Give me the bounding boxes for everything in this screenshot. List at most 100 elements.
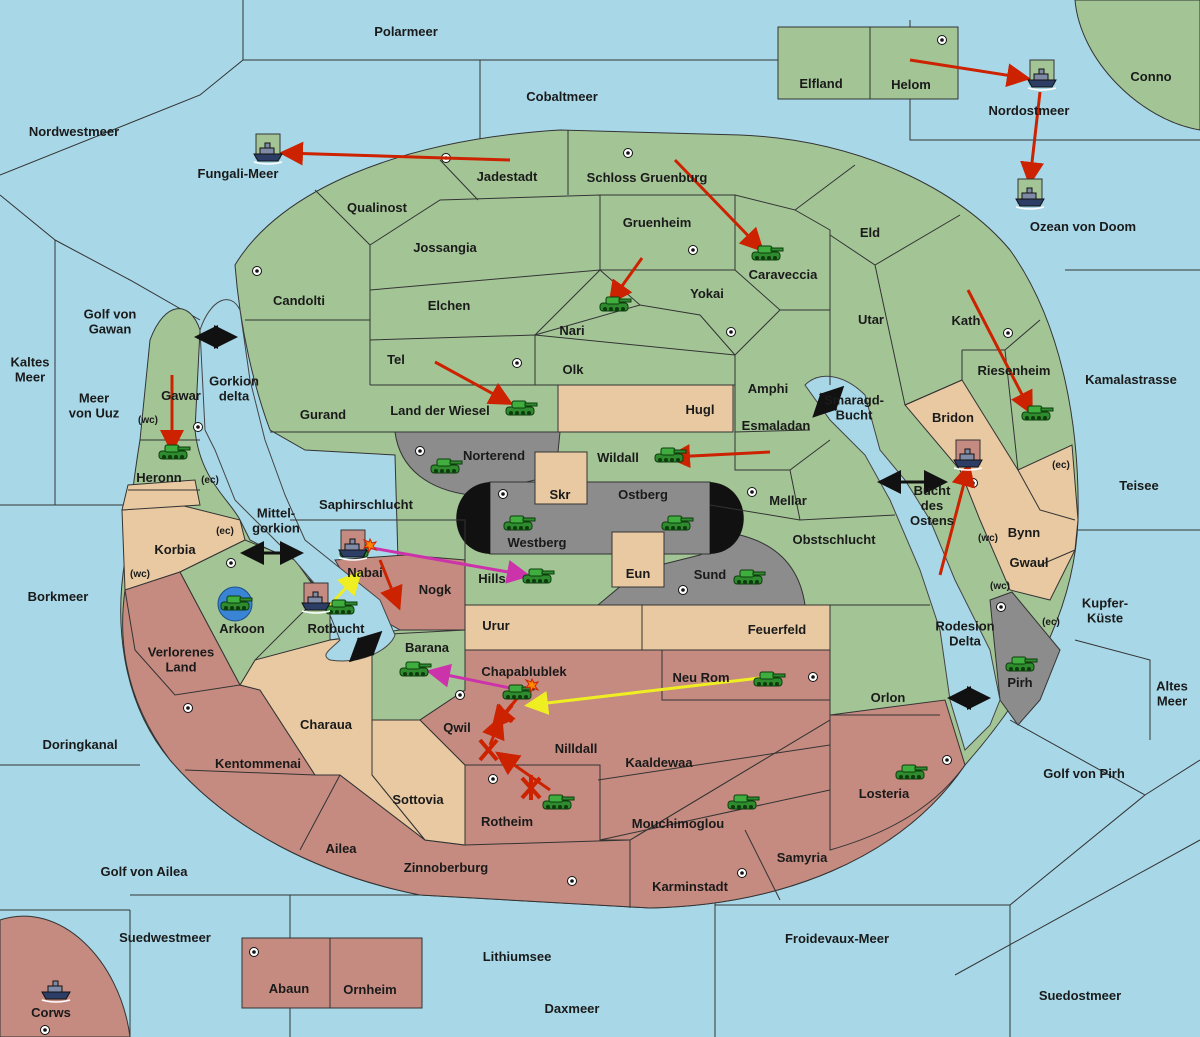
label-coast-heronn-ec: (ec) — [201, 475, 219, 486]
region-corws[interactable] — [0, 915, 131, 1037]
unit-fleet-ozean-von-doom[interactable] — [1015, 178, 1045, 210]
unit-army-sund[interactable] — [733, 569, 766, 585]
label-rotbucht: Rotbucht — [307, 621, 365, 636]
label-saphirschlucht: Saphirschlucht — [319, 497, 414, 512]
label-chapablublek: Chapablublek — [481, 664, 567, 679]
supply-center — [498, 489, 508, 499]
unit-army-barana[interactable] — [399, 661, 432, 677]
move-arrow-kath — [966, 289, 1033, 416]
unit-army-land-der-wiesel[interactable] — [505, 400, 538, 416]
supply-center — [415, 446, 425, 456]
label-utar: Utar — [858, 312, 884, 327]
supply-center — [737, 868, 747, 878]
label-froidevaux-meer: Froidevaux-Meer — [785, 931, 889, 946]
land-borders — [128, 130, 1076, 908]
unit-fleet-bucht-des-ostens[interactable] — [953, 439, 983, 471]
region-elfland[interactable] — [777, 26, 871, 100]
label-jossangia: Jossangia — [413, 240, 477, 255]
label-golf-von-ailea: Golf von Ailea — [101, 864, 189, 879]
label-doringkanal: Doringkanal — [42, 737, 117, 752]
label-coast-korbia-wc: (wc) — [130, 569, 150, 580]
unit-fleet-nabai[interactable] — [338, 529, 368, 561]
label-kentommenai: Kentommenai — [215, 756, 301, 771]
unit-army-mouchimoglou[interactable] — [727, 794, 760, 810]
unit-army-heronn[interactable] — [158, 444, 191, 460]
unit-army-riesenheim[interactable] — [1021, 405, 1054, 421]
label-conno: Conno — [1130, 69, 1171, 84]
supply-center — [1003, 328, 1013, 338]
unit-army-westberg[interactable] — [503, 515, 536, 531]
move-arrow-schloss — [673, 158, 765, 253]
unit-army-losteria[interactable] — [895, 764, 928, 780]
label-skr: Skr — [550, 487, 571, 502]
label-eld: Eld — [860, 225, 880, 240]
label-rotheim: Rotheim — [481, 814, 533, 829]
label-kamalastrasse: Kamalastrasse — [1085, 372, 1177, 387]
move-arrow-qwil-chapa — [482, 714, 505, 746]
region-ornheim[interactable] — [329, 937, 423, 1009]
unit-fleet-corws[interactable] — [41, 980, 71, 1003]
label-nabai: Nabai — [347, 565, 382, 580]
labels: PolarmeerCobaltmeerNordwestmeerConnoElfl… — [10, 24, 1187, 1020]
move-arrow-jadestadt — [279, 141, 511, 166]
label-sottovia: Sottovia — [392, 792, 444, 807]
supply-center — [968, 478, 978, 488]
unit-army-gurand[interactable] — [325, 599, 358, 615]
supply-center — [567, 876, 577, 886]
label-nari: Nari — [559, 323, 584, 338]
unit-army-hills[interactable] — [522, 568, 555, 584]
unit-army-rotheim[interactable] — [542, 794, 575, 810]
label-ostberg: Ostberg — [618, 487, 668, 502]
unit-army-neu-rom[interactable] — [753, 671, 786, 687]
unit-army-norterend[interactable] — [430, 458, 463, 474]
unit-army-nari[interactable] — [599, 296, 632, 312]
region-feuerfeld[interactable] — [641, 604, 831, 651]
unit-fleet-nordostmeer[interactable] — [1027, 59, 1057, 91]
region-conno[interactable] — [1074, 0, 1200, 131]
region-hugl[interactable] — [557, 384, 734, 433]
supply-center — [688, 245, 698, 255]
unit-army-caraveccia[interactable] — [751, 245, 784, 261]
move-arrow-helom — [909, 58, 1031, 88]
label-corws: Corws — [31, 1005, 71, 1020]
unit-army-ostberg[interactable] — [661, 515, 694, 531]
explosion-icon — [524, 677, 540, 694]
label-lithiumsee: Lithiumsee — [483, 949, 552, 964]
region-verlorenes-land[interactable] — [124, 571, 241, 696]
support-arrows — [354, 543, 531, 692]
label-smaragd-bucht: Smaragd-Bucht — [824, 393, 884, 423]
label-esmaladan: Esmaladan — [742, 418, 811, 433]
label-abaun: Abaun — [269, 981, 310, 996]
label-olk: Olk — [563, 362, 585, 377]
unit-army-pirh[interactable] — [1005, 656, 1038, 672]
label-kath: Kath — [952, 313, 981, 328]
supply-center — [678, 585, 688, 595]
label-westberg: Westberg — [508, 535, 567, 550]
label-ozean-von-doom: Ozean von Doom — [1030, 219, 1136, 234]
explosion-icon — [362, 537, 378, 554]
label-cobaltmeer: Cobaltmeer — [526, 89, 598, 104]
label-suedostmeer: Suedostmeer — [1039, 988, 1121, 1003]
move-arrow-nabai-nogk — [378, 559, 403, 611]
label-coast-gwaul-wc: (wc) — [990, 581, 1010, 592]
label-mellar: Mellar — [769, 493, 807, 508]
unit-fleet-fungali-meer[interactable] — [253, 133, 283, 165]
supply-center — [937, 35, 947, 45]
label-polarmeer: Polarmeer — [374, 24, 438, 39]
label-tel: Tel — [387, 352, 405, 367]
support-arrow-chapa-barana — [426, 663, 521, 692]
unit-fleet-rotbucht[interactable] — [301, 582, 331, 614]
label-zinnoberburg: Zinnoberburg — [404, 860, 489, 875]
move-arrow-nordostmeer — [1020, 91, 1044, 186]
region-neu-rom[interactable] — [661, 649, 831, 701]
label-gawar: Gawar — [161, 388, 201, 403]
label-charaua: Charaua — [300, 717, 353, 732]
unit-army-wildall[interactable] — [654, 447, 687, 463]
unit-army-arkoon[interactable] — [220, 595, 253, 611]
